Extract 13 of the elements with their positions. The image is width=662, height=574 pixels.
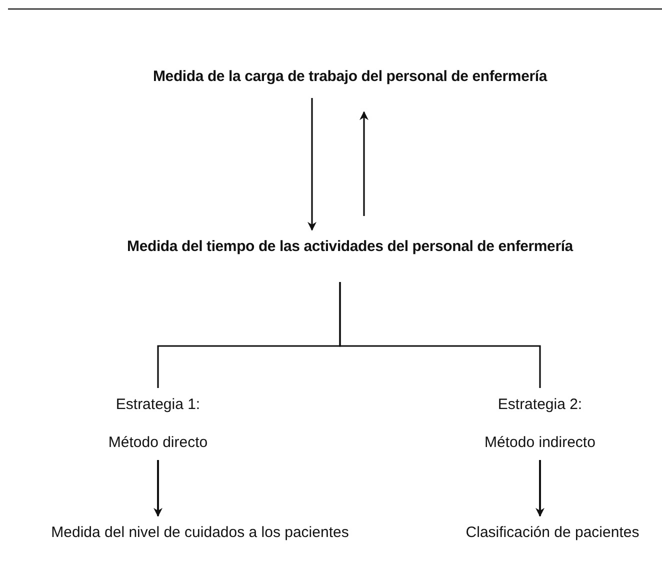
label-text: Método indirecto <box>484 434 596 452</box>
arrow <box>536 460 544 517</box>
arrow <box>154 460 162 517</box>
label-text: Medida del nivel de cuidados a los pacientes <box>51 524 349 542</box>
arrow <box>360 111 368 216</box>
label-text: Estrategia 1: <box>116 396 200 414</box>
arrow <box>308 98 316 231</box>
connector-line <box>339 282 541 388</box>
heading-text: Medida del tiempo de las actividades del personal de enfermería <box>127 238 573 256</box>
label-text: Método directo <box>108 434 208 452</box>
heading-text: Medida de la carga de trabajo del personal de enfermería <box>153 68 547 86</box>
label-text: Clasificación de pacientes <box>466 524 640 542</box>
label-text: Estrategia 2: <box>498 396 582 414</box>
